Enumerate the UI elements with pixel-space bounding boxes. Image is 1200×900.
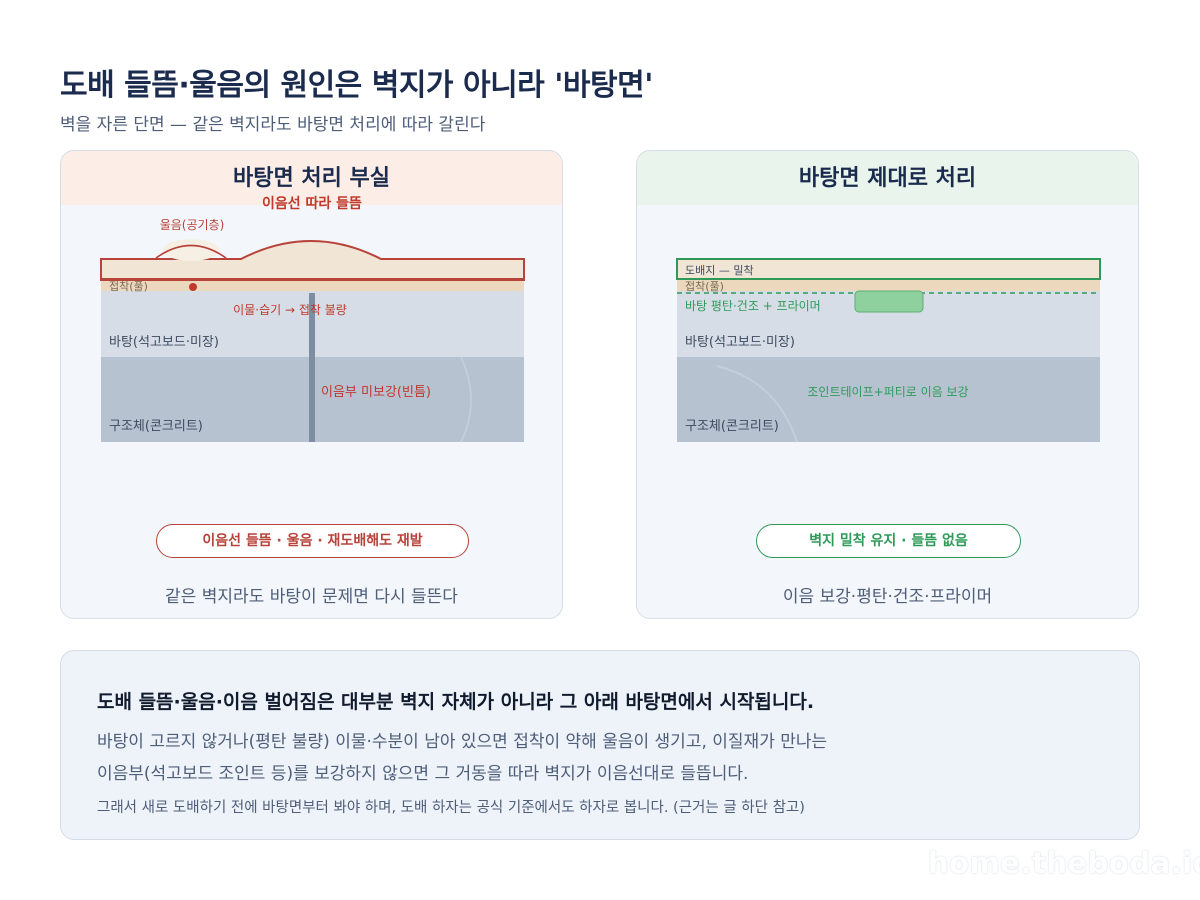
label-structure: 구조체(콘크리트): [109, 419, 203, 434]
label-base: 바탕(석고보드·미장): [685, 335, 795, 350]
summary-box: 도배 들뜸·울음·이음 벌어짐은 대부분 벽지 자체가 아니라 그 아래 바탕면…: [60, 650, 1140, 840]
summary-note: 그래서 새로 도배하기 전에 바탕면부터 봐야 하며, 도배 하자는 공식 기준…: [97, 800, 805, 816]
label-structure: 구조체(콘크리트): [685, 419, 779, 434]
label-base: 바탕(석고보드·미장): [109, 335, 219, 350]
joint-tape-patch: [854, 290, 924, 313]
label-wallpaper: 도배지 — 밀착: [685, 264, 754, 277]
glue-layer: [677, 279, 1100, 291]
result-badge-poor: 이음선 들뜸 · 울음 · 재도배해도 재발: [156, 524, 469, 558]
panel-title-proper: 바탕면 제대로 처리: [637, 151, 1138, 205]
result-badge-proper: 벽지 밀착 유지 · 들뜸 없음: [756, 524, 1021, 558]
page-subtitle: 벽을 자른 단면 — 같은 벽지라도 바탕면 처리에 따라 갈린다: [60, 115, 486, 135]
panel-poor-surface: 바탕면 처리 부실 이음선 따라 들뜸 울음(공기층) 접착(풀) 이물·습기 …: [60, 150, 563, 619]
page-title: 도배 들뜸·울음의 원인은 벽지가 아니라 '바탕면': [60, 68, 653, 103]
label-seam-lift: 이음선 따라 들뜸: [262, 195, 362, 212]
label-joint-tape: 조인트테이프+퍼티로 이음 보강: [807, 385, 968, 399]
summary-body-line-2: 이음부(석고보드 조인트 등)를 보강하지 않으면 그 거동을 따라 벽지가 이…: [97, 764, 749, 784]
joint-gap: [309, 293, 315, 442]
wall-cross-section-poor: 이음선 따라 들뜸 울음(공기층) 접착(풀) 이물·습기 → 접착 불량 바탕…: [100, 195, 525, 443]
summary-headline: 도배 들뜸·울음·이음 벌어짐은 대부분 벽지 자체가 아니라 그 아래 바탕면…: [97, 691, 815, 713]
watermark: home.theboda.io: [928, 846, 1200, 880]
moisture-dot: [189, 283, 197, 291]
panel-title-poor: 바탕면 처리 부실: [61, 151, 562, 205]
wall-cross-section-proper: 도배지 — 밀착 접착(풀) 바탕 평탄·건조 + 프라이머 바탕(석고보드·미…: [676, 258, 1101, 443]
glue-layer: [101, 279, 524, 291]
label-glue: 접착(풀): [685, 280, 724, 293]
label-bubble: 울음(공기층): [160, 218, 225, 232]
label-moisture: 이물·습기 → 접착 불량: [233, 303, 347, 317]
caption-proper: 이음 보강·평탄·건조·프라이머: [782, 587, 993, 607]
panel-proper-surface: 바탕면 제대로 처리 도배지 — 밀착 접착(풀) 바탕 평탄·건조 + 프라이…: [636, 150, 1139, 619]
summary-body-line-1: 바탕이 고르지 않거나(평탄 불량) 이물·수분이 남아 있으면 접착이 약해 …: [97, 732, 828, 752]
wallpaper-lifted: [100, 240, 525, 281]
caption-poor: 같은 벽지라도 바탕이 문제면 다시 들뜬다: [165, 587, 458, 607]
label-primer: 바탕 평탄·건조 + 프라이머: [685, 299, 821, 313]
air-bubble: [163, 239, 219, 261]
label-glue: 접착(풀): [109, 280, 148, 293]
structure-layer: [677, 357, 1100, 442]
label-gap: 이음부 미보강(빈틈): [321, 385, 431, 400]
wallpaper-bonded: [676, 258, 1101, 280]
